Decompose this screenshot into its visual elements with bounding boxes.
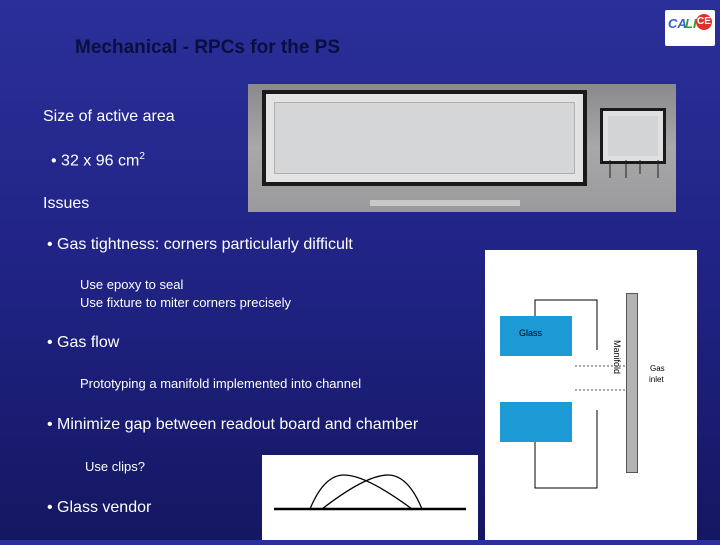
manifold-diagram-lines	[534, 299, 628, 489]
bullet-dot: •	[47, 334, 58, 351]
glass-label: Glass	[519, 328, 543, 338]
issue-minimize-gap: Minimize gap between readout board and c…	[57, 416, 419, 433]
photo-strip	[370, 200, 520, 206]
active-area-value: 32 x 96 cm	[61, 152, 140, 170]
bullet-dot: •	[47, 499, 58, 516]
rpc-chamber-large	[262, 90, 587, 186]
logo-part-li: LI	[685, 16, 697, 31]
issue-glass-vendor: Glass vendor	[57, 499, 152, 516]
issue-item: • Glass vendor	[47, 499, 151, 517]
glass-block-bottom	[500, 402, 572, 442]
issue-item: • Gas tightness: corners particularly di…	[47, 236, 353, 254]
subitem-fixture: Use fixture to miter corners precisely	[80, 295, 291, 310]
subitem-prototype: Prototyping a manifold implemented into …	[80, 376, 362, 391]
rpc-chamber-small	[600, 108, 666, 164]
active-area-bullet: • 32 x 96 cm2	[51, 151, 145, 170]
bullet-dot: •	[47, 416, 58, 433]
active-area-heading: Size of active area	[43, 108, 175, 125]
bullet-dot: •	[47, 236, 58, 253]
clips-sketch	[262, 455, 478, 540]
bullet-dot: •	[51, 152, 62, 170]
subitem-epoxy: Use epoxy to seal	[80, 277, 184, 292]
issue-gas-flow: Gas flow	[57, 334, 120, 351]
issue-item: • Gas flow	[47, 334, 119, 352]
gas-inlet-label-line2: inlet	[649, 375, 664, 384]
glass-block-top	[500, 316, 572, 356]
manifold-bar	[626, 293, 638, 473]
issue-gas-tightness: Gas tightness: corners particularly diff…	[57, 236, 353, 253]
slide-title: Mechanical - RPCs for the PS	[75, 37, 341, 58]
clips-drawing	[274, 474, 466, 511]
active-area-superscript: 2	[139, 151, 145, 162]
gas-inlet-label-line1: Gas	[650, 364, 665, 373]
calice-logo: CA LI CE	[665, 10, 715, 46]
manifold-diagram	[485, 250, 697, 540]
logo-part-ca: CA	[668, 16, 687, 31]
logo-part-ce: CE	[696, 14, 712, 30]
rpc-wires	[609, 160, 659, 178]
issues-heading: Issues	[43, 195, 90, 212]
subitem-clips: Use clips?	[85, 459, 145, 474]
manifold-label: Manifold	[612, 340, 622, 375]
issue-item: • Minimize gap between readout board and…	[47, 416, 418, 434]
